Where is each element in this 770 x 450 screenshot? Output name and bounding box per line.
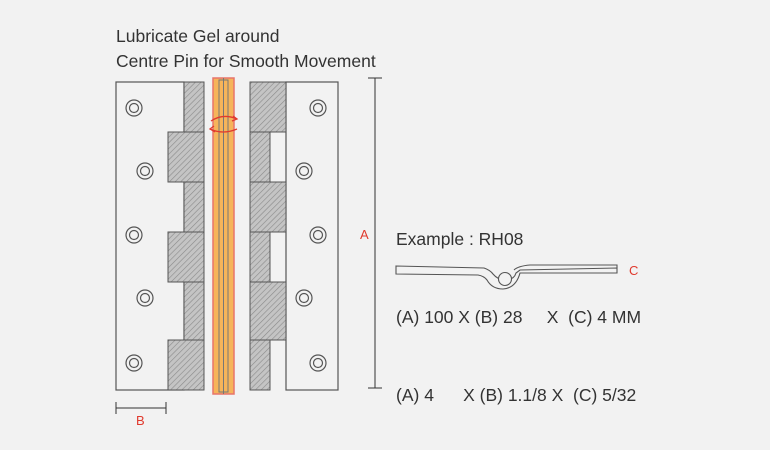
dimension-a xyxy=(368,77,382,389)
left-hinge-leaf xyxy=(115,81,205,391)
example-row-mm: (A) 100 X (B) 28 X (C) 4 MM xyxy=(396,307,642,327)
screw-hole xyxy=(125,99,143,117)
screw-hole xyxy=(136,162,154,180)
dimension-a-label: A xyxy=(360,227,369,242)
note-line-1: Lubricate Gel around xyxy=(116,26,280,46)
right-hinge-leaf xyxy=(249,81,339,391)
left-knuckle xyxy=(167,131,205,183)
dimension-c-label: C xyxy=(629,263,638,278)
left-knuckle xyxy=(183,281,205,341)
screw-hole xyxy=(309,226,327,244)
right-knuckle xyxy=(249,181,287,233)
example-title: Example : RH08 xyxy=(396,229,524,249)
dimension-b-label: B xyxy=(136,413,145,428)
example-spec: Example : RH08 (A) 100 X (B) 28 X (C) 4 … xyxy=(396,174,641,434)
right-knuckle xyxy=(249,339,271,391)
screw-hole xyxy=(309,99,327,117)
screw-hole xyxy=(295,162,313,180)
left-knuckle xyxy=(183,81,205,133)
gel-rotation-arrows xyxy=(208,115,239,133)
right-knuckle xyxy=(249,231,271,283)
example-row-inch: (A) 4 X (B) 1.1/8 X (C) 5/32 xyxy=(396,385,637,405)
screw-hole xyxy=(136,289,154,307)
screw-hole xyxy=(125,354,143,372)
screw-hole xyxy=(125,226,143,244)
screw-hole xyxy=(309,354,327,372)
centre-pin xyxy=(208,77,239,395)
left-knuckle xyxy=(167,339,205,391)
hinge-side-profile xyxy=(395,264,618,290)
right-knuckle xyxy=(249,81,287,133)
right-knuckle xyxy=(249,131,271,183)
right-knuckle xyxy=(249,281,287,341)
screw-hole xyxy=(295,289,313,307)
left-knuckle xyxy=(183,181,205,233)
lubrication-note: Lubricate Gel around Centre Pin for Smoo… xyxy=(116,24,376,74)
note-line-2: Centre Pin for Smooth Movement xyxy=(116,51,376,71)
left-knuckle xyxy=(167,231,205,283)
dimension-b xyxy=(115,402,167,414)
right-leaf-plate xyxy=(285,81,339,391)
